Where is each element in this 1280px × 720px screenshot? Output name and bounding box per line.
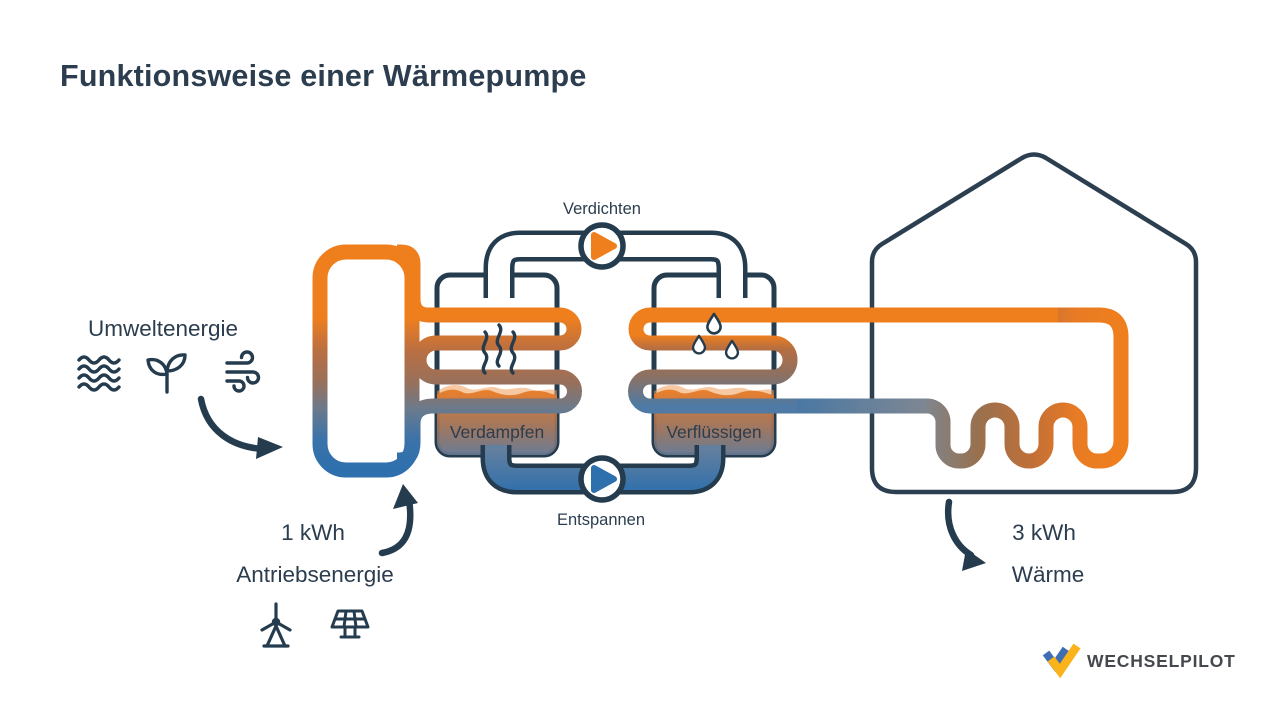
source-label: Umweltenergie (88, 316, 238, 341)
heating-coil (628, 307, 1100, 414)
condenser-box: Verflüssigen (651, 272, 777, 458)
brand-name: WECHSELPILOT (1087, 651, 1236, 671)
droplets-icon (691, 312, 740, 360)
output-arrow (944, 498, 986, 571)
input-value: 1 kWh (281, 520, 345, 545)
source-loop (312, 244, 420, 478)
condenser-label: Verflüssigen (666, 422, 761, 442)
source-arrow (197, 395, 283, 459)
evaporator-label: Verdampfen (450, 422, 544, 442)
solar-panel-icon (330, 609, 370, 639)
output-value: 3 kWh (1012, 520, 1076, 545)
output-label: Wärme (1012, 562, 1085, 587)
source-coil (397, 244, 582, 468)
expand-label: Entspannen (557, 511, 645, 529)
waves-icon (77, 355, 121, 392)
brand-logo: WECHSELPILOT (1042, 643, 1236, 679)
house-outline (869, 152, 1199, 495)
checkmark-icon (1042, 643, 1081, 679)
expansion-pump (578, 455, 626, 503)
steam-icon (481, 323, 517, 375)
compressor-pump (578, 222, 626, 270)
flow-arrow-icon (591, 465, 617, 493)
wind-icon (225, 350, 261, 393)
sprout-icon (146, 353, 187, 394)
input-arrow (378, 484, 418, 557)
input-label: Antriebsenergie (236, 562, 394, 587)
compress-label: Verdichten (563, 200, 641, 218)
radiator-coil (921, 307, 1129, 469)
page-title: Funktionsweise einer Wärmepumpe (60, 59, 587, 93)
wind-turbine-icon (260, 602, 292, 648)
flow-arrow-icon (591, 232, 617, 260)
